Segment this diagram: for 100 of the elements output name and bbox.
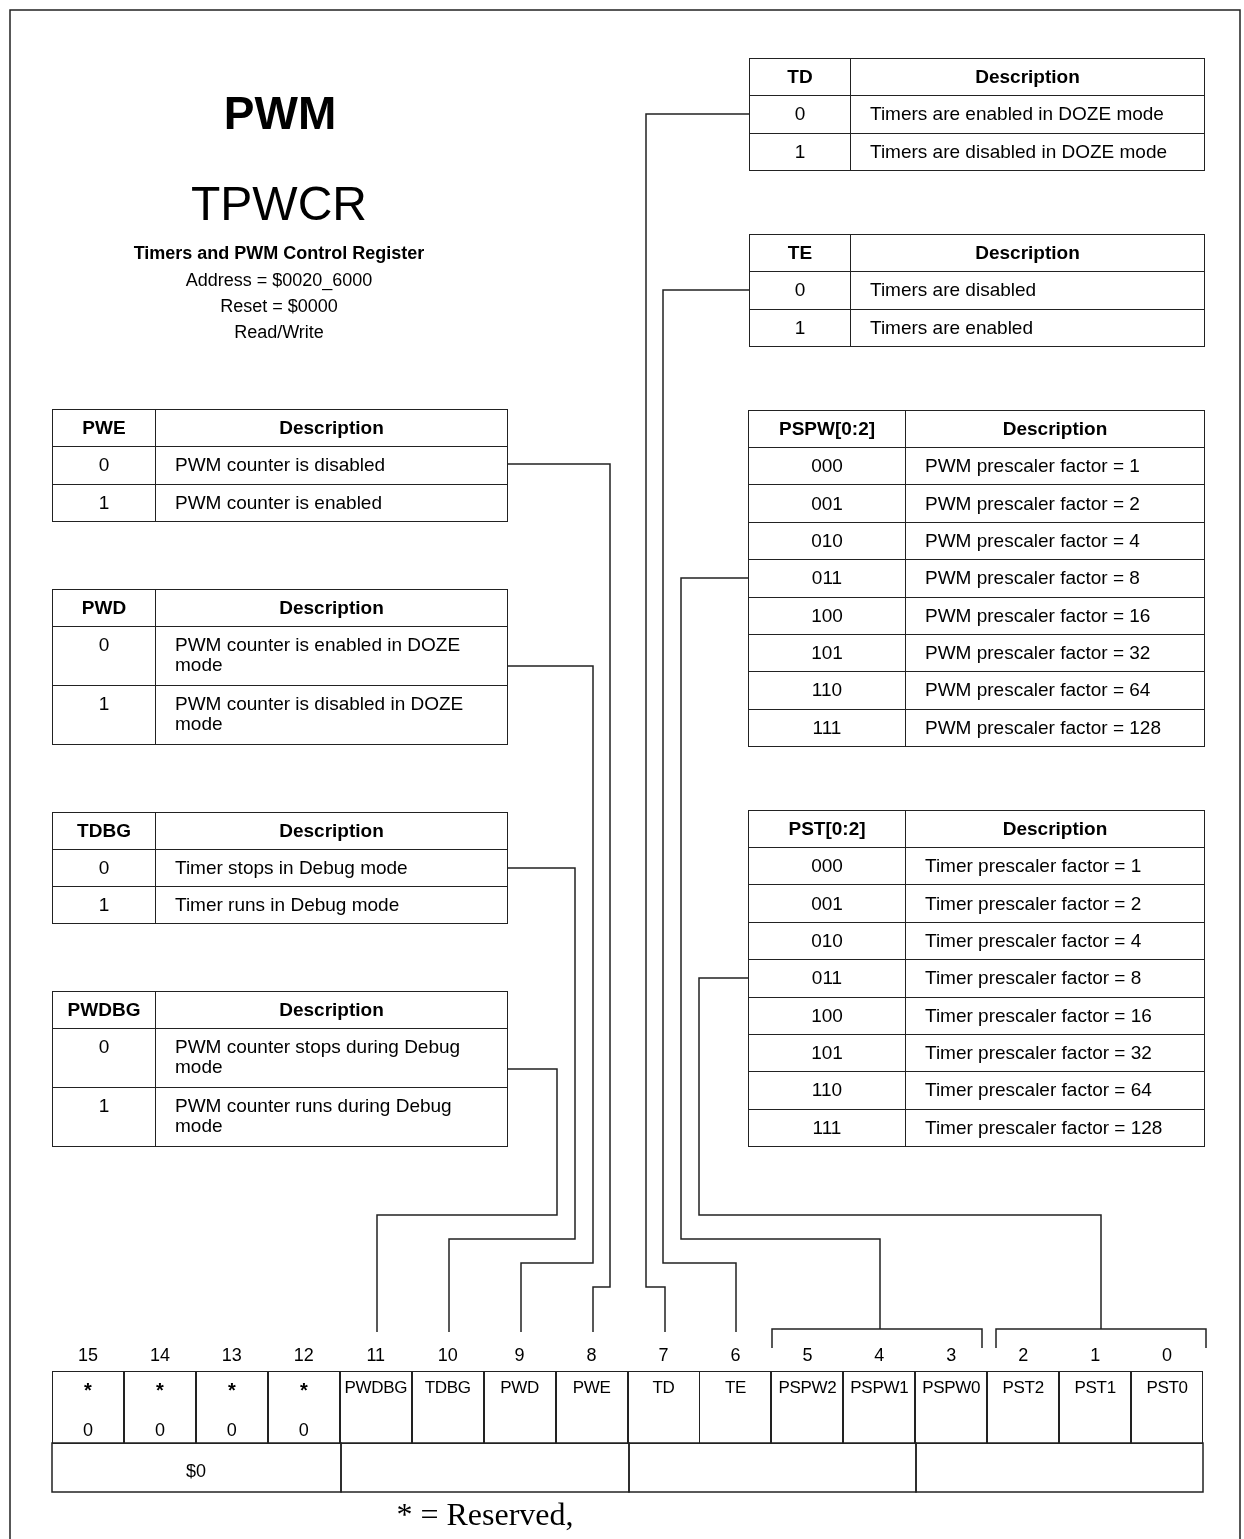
bit-group-bracket [771,1328,983,1349]
table-header: Description [155,409,508,447]
value-description: PWM counter is disabled [155,446,508,484]
bit-number: 11 [365,1345,387,1365]
bit-name: PSPW2 [777,1378,838,1398]
bit-number: 13 [220,1345,243,1365]
value-description: PWM counter is disabled in DOZE mode [155,685,508,745]
table-header: Description [850,234,1205,272]
value-description: Timer prescaler factor = 1 [905,847,1205,885]
bit-name: TDBG [423,1378,472,1398]
bit-number: 4 [873,1345,886,1365]
value-description: PWM prescaler factor = 2 [905,484,1205,523]
value-description: PWM counter runs during Debug mode [155,1087,508,1147]
value-description: PWM prescaler factor = 4 [905,522,1205,560]
bit-value: 1 [52,886,156,924]
bit-number: 6 [729,1345,742,1365]
value-description: Timers are disabled in DOZE mode [850,133,1205,171]
bit-value: 100 [748,997,906,1035]
value-description: Timer stops in Debug mode [155,849,508,887]
register-address: Address = $0020_6000 [184,269,374,291]
value-description: PWM prescaler factor = 32 [905,634,1205,672]
bit-value: 001 [748,484,906,523]
bit-number: 5 [801,1345,814,1365]
bit-number: 9 [513,1345,526,1365]
connector-line [507,463,611,1333]
value-description: PWM prescaler factor = 128 [905,709,1205,747]
table-header: PWDBG [52,991,156,1029]
table-header: TDBG [52,812,156,850]
bit-value: 011 [748,559,906,597]
table-header: Description [155,589,508,627]
bit-value: 111 [748,709,906,747]
value-description: Timer prescaler factor = 128 [905,1109,1205,1147]
table-header: Description [850,58,1205,96]
bit-number: 12 [292,1345,315,1365]
bit-value: 0 [52,849,156,887]
bit-value: 0 [749,95,851,133]
bit-name: TE [723,1378,747,1398]
value-description: Timer prescaler factor = 32 [905,1034,1205,1072]
table-header: TE [749,234,851,272]
bit-description-table [749,234,1205,347]
bit-number: 2 [1017,1345,1030,1365]
reset-hex-value: $0 [185,1460,207,1482]
value-description: Timers are disabled [850,271,1205,309]
value-description: PWM prescaler factor = 16 [905,597,1205,635]
reserved-mark: * [155,1380,165,1400]
value-description: PWM counter is enabled in DOZE mode [155,626,508,686]
reset-value-note: Reset = $0000 [219,295,339,317]
bit-name: PST2 [1001,1378,1045,1398]
value-description: Timers are enabled in DOZE mode [850,95,1205,133]
bit-number: 0 [1161,1345,1174,1365]
bit-value: 010 [748,922,906,960]
table-header: TD [749,58,851,96]
value-description: Timers are enabled [850,309,1205,347]
bit-value: 000 [748,447,906,485]
value-description: PWM prescaler factor = 64 [905,671,1205,710]
table-header: Description [905,810,1205,848]
value-description: PWM counter stops during Debug mode [155,1028,508,1088]
register-full-name: Timers and PWM Control Register [132,242,426,264]
value-description: Timer runs in Debug mode [155,886,508,924]
bit-name: PWD [499,1378,540,1398]
table-header: Description [905,410,1205,448]
bit-description-table [748,810,1205,1147]
bit-name: TD [651,1378,676,1398]
value-description: PWM prescaler factor = 1 [905,447,1205,485]
value-description: Timer prescaler factor = 8 [905,959,1205,997]
value-description: Timer prescaler factor = 2 [905,884,1205,923]
bit-value: 0 [52,446,156,484]
value-description: PWM counter is enabled [155,484,508,522]
access-note: Read/Write [233,321,325,343]
register-name: TPWCR [190,178,368,230]
bit-value: 1 [52,1087,156,1147]
reset-value: 0 [225,1420,238,1440]
bit-number: 14 [148,1345,171,1365]
bit-value: 100 [748,597,906,635]
reserved-mark: * [298,1380,309,1400]
value-description: Timer prescaler factor = 4 [905,922,1205,960]
connector-line [662,289,750,1333]
reserved-mark: * [226,1380,237,1400]
bit-value: 010 [748,522,906,560]
bit-value: 000 [748,847,906,885]
bit-value: 101 [748,634,906,672]
connector-line [376,1068,558,1333]
bit-number: 10 [436,1345,459,1365]
bit-number: 8 [585,1345,598,1365]
table-header: PWD [52,589,156,627]
reset-value: 0 [153,1420,166,1440]
bit-value: 1 [52,685,156,745]
connector-line [448,867,576,1333]
bit-value: 111 [748,1109,906,1147]
bit-name: PST0 [1145,1378,1189,1398]
table-header: PWE [52,409,156,447]
connector-line [698,977,1102,1330]
bit-value: 101 [748,1034,906,1072]
bit-name: PWDBG [343,1378,409,1398]
bit-number: 7 [657,1345,670,1365]
bit-value: 0 [52,1028,156,1088]
bit-description-table [52,409,508,522]
connector-line [680,577,881,1330]
bit-value: 1 [749,133,851,171]
connector-line [507,665,594,1333]
